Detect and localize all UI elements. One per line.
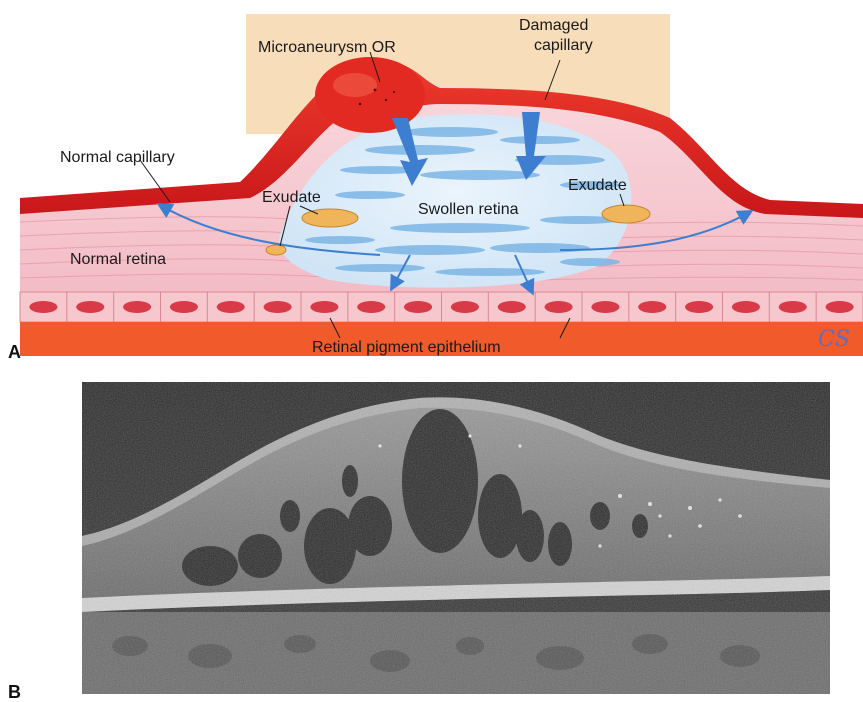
exudate-left-large <box>302 209 358 227</box>
rpe-cell-nucleus <box>685 301 713 313</box>
oct-speckle <box>82 382 830 694</box>
rpe-cell-nucleus <box>638 301 666 313</box>
label-normal-retina: Normal retina <box>70 251 166 268</box>
rpe-cell-nucleus <box>170 301 198 313</box>
rpe-cell-nucleus <box>404 301 432 313</box>
rpe-cell-nucleus <box>826 301 854 313</box>
label-exudate-left: Exudate <box>262 189 321 206</box>
rpe-cell-nucleus <box>357 301 385 313</box>
label-damaged-line2: capillary <box>534 37 593 54</box>
label-rpe: Retinal pigment epithelium <box>312 339 501 356</box>
panel-a-diagram: Microaneurysm OR Damaged capillary Norma… <box>0 0 863 370</box>
label-swollen-retina: Swollen retina <box>418 201 519 218</box>
rpe-cell-nucleus <box>545 301 573 313</box>
rpe-cell-nucleus <box>591 301 619 313</box>
rpe-cell-nucleus <box>732 301 760 313</box>
rpe-cell-nucleus <box>498 301 526 313</box>
rpe-cell-nucleus <box>310 301 338 313</box>
rpe-cell-nucleus <box>76 301 104 313</box>
rpe-cell-nucleus <box>123 301 151 313</box>
label-damaged-line1: Damaged <box>519 17 588 34</box>
rpe-cell-nucleus <box>779 301 807 313</box>
label-microaneurysm: Microaneurysm OR <box>258 39 396 56</box>
exudate-right <box>602 205 650 223</box>
rpe-cell-nucleus <box>264 301 292 313</box>
panel-letter-a: A <box>8 342 21 362</box>
rpe-cell-nucleus <box>29 301 57 313</box>
label-normal-capillary: Normal capillary <box>60 149 175 166</box>
panel-b-oct-scan: B <box>0 376 863 702</box>
rpe-cell-nucleus <box>217 301 245 313</box>
rpe-cell-nucleus <box>451 301 479 313</box>
microaneurysm-highlight <box>333 73 377 97</box>
artist-signature: CS <box>818 327 850 352</box>
exudate-left-small <box>266 245 286 255</box>
panel-letter-b: B <box>8 682 21 702</box>
label-exudate-right: Exudate <box>568 177 627 194</box>
